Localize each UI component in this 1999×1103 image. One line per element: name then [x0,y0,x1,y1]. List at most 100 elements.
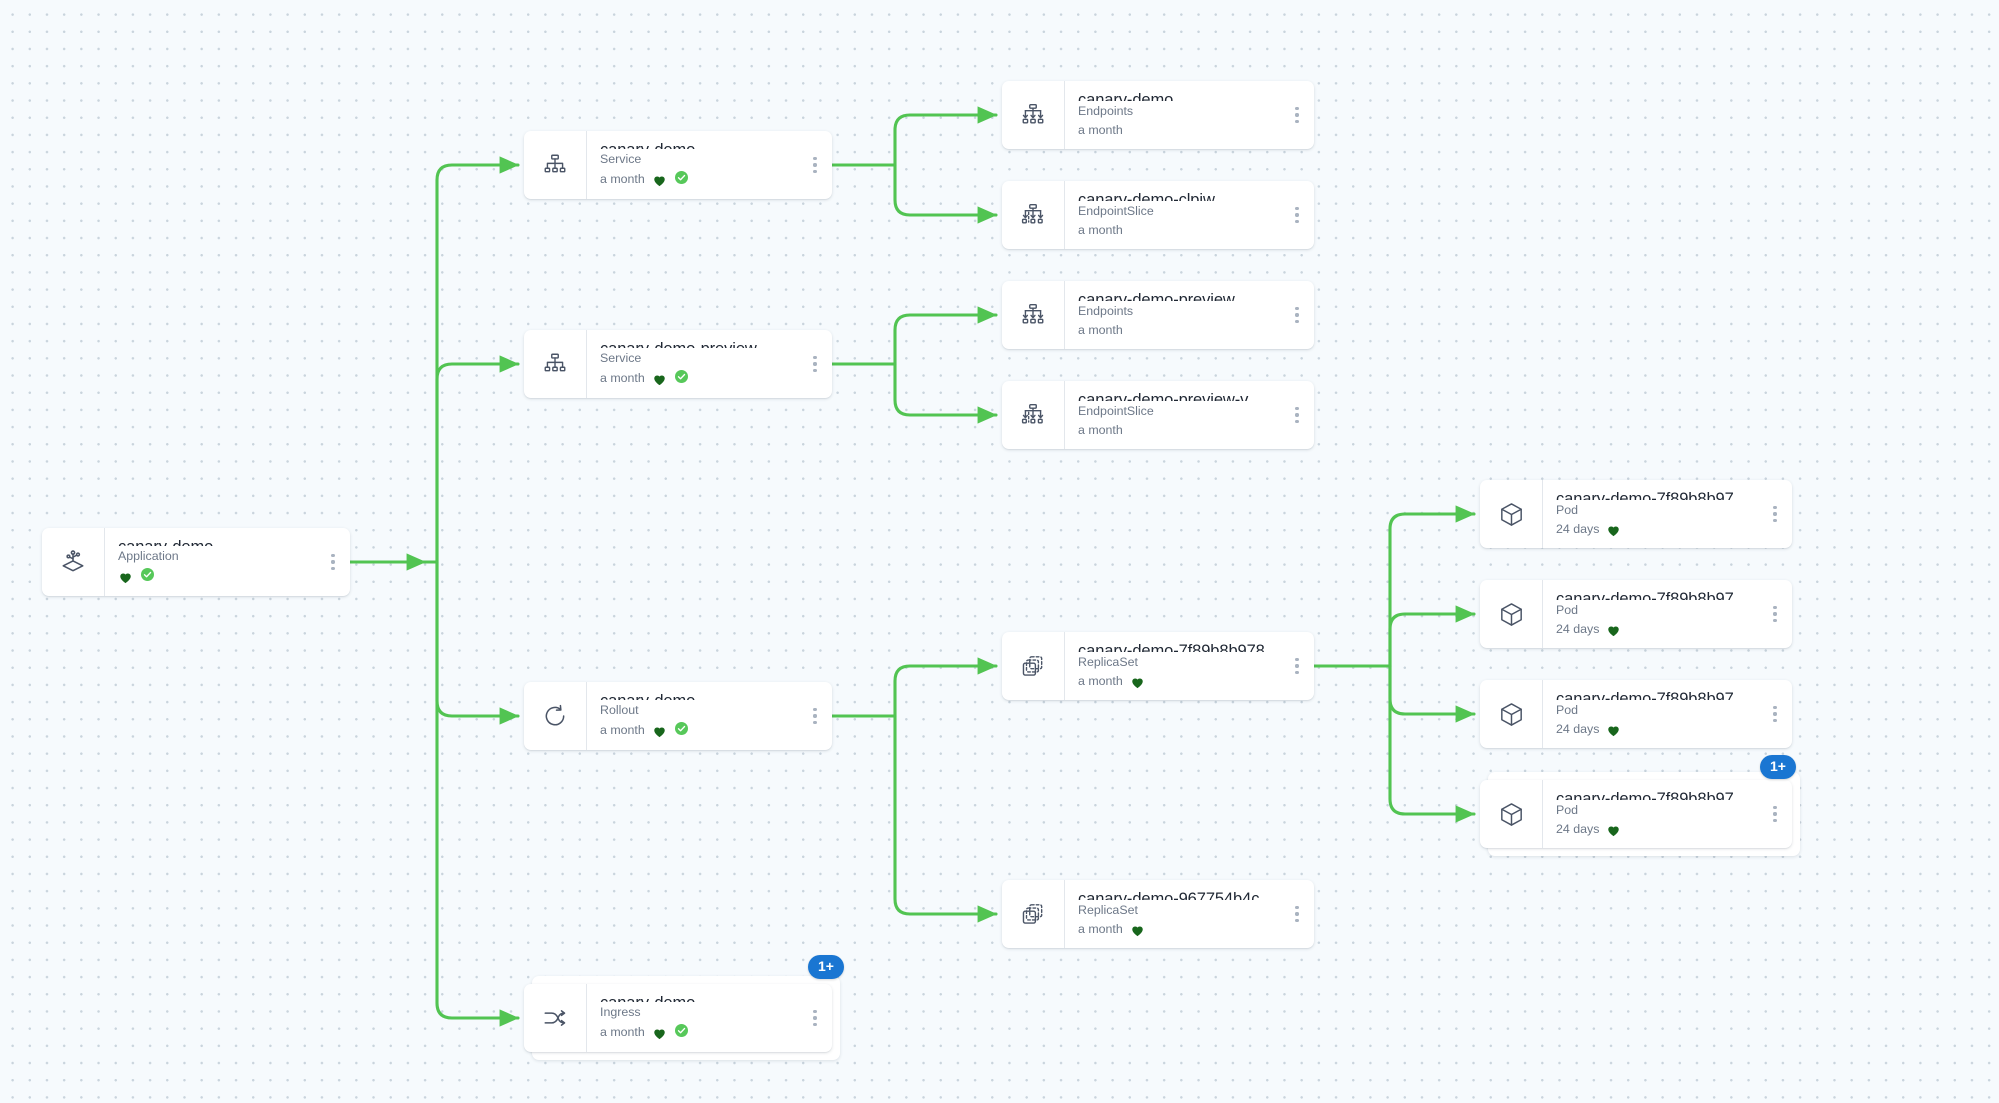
node-menu-button[interactable] [324,528,350,596]
node-menu-button[interactable] [1766,680,1792,748]
health-status-healthy-icon [1606,723,1621,738]
collapsed-group-badge[interactable]: 1+ [808,955,844,980]
resource-node-ingress[interactable]: canary-demoIngress a month [524,984,832,1052]
health-status-healthy-icon [118,570,133,585]
resource-node-pod-2[interactable]: canary-demo-7f89b8b97... Pod 24 days [1480,580,1792,648]
node-menu-button[interactable] [1288,81,1314,149]
pod-icon [1480,480,1542,548]
service-icon [524,131,586,199]
health-status-healthy-icon [1130,923,1145,938]
resource-kind: Ingress [600,1005,641,1020]
node-menu-button[interactable] [806,131,832,199]
node-menu-button[interactable] [1766,480,1792,548]
resource-meta: a month [1078,422,1288,440]
endpoints-icon [1002,81,1064,149]
resource-node-service-main[interactable]: canary-demoServicea month [524,131,832,199]
resource-kind: Service [600,152,642,167]
resource-name: canary-demo [600,691,806,700]
resource-name: canary-demo-7f89b8b97... [1556,490,1748,501]
resource-meta: a month [600,1023,806,1043]
resource-meta: 24 days [1556,621,1766,639]
sync-status-synced-icon [140,567,155,587]
health-status-healthy-icon [652,372,667,387]
pod-icon [1480,580,1542,648]
resource-age: a month [1078,922,1123,937]
resource-meta: a month [600,369,806,389]
resource-node-rollout[interactable]: canary-demoRollouta month [524,682,832,750]
resource-kind: Pod [1556,803,1579,818]
resource-age: a month [600,172,645,186]
endpoints-icon [1002,281,1064,349]
node-menu-button[interactable] [806,984,832,1052]
resource-age: a month [1078,323,1123,338]
node-menu-button[interactable] [1766,780,1792,848]
health-status-healthy-icon [1606,823,1621,838]
health-status-healthy-icon [1606,523,1621,538]
resource-meta: a month [600,170,806,190]
node-menu-button[interactable] [1766,580,1792,648]
resource-age: a month [1078,223,1123,238]
resource-kind: Service [600,351,642,366]
resource-name: canary-demo [600,993,806,1002]
resource-node-body: canary-demo-preview-v... EndpointSlice a m… [1064,381,1288,449]
replicaset-icon [1002,632,1064,700]
node-menu-button[interactable] [806,682,832,750]
resource-name: canary-demo-7f89b8b97... [1556,590,1748,601]
sync-status-synced-icon [674,369,689,389]
pod-icon [1480,780,1542,848]
collapsed-group-badge[interactable]: 1+ [1760,755,1796,780]
node-menu-button[interactable] [806,330,832,398]
resource-meta: 24 days [1556,821,1766,839]
pod-icon [1480,680,1542,748]
endpointslice-icon [1002,381,1064,449]
resource-node-body: canary-demoIngress a month [586,984,806,1052]
resource-name: canary-demo [118,537,324,546]
resource-meta: a month [1078,673,1288,691]
resource-node-service-preview[interactable]: canary-demo-previewServicea month [524,330,832,398]
resource-kind: Pod [1556,603,1579,618]
resource-age: a month [1078,674,1123,689]
sync-status-synced-icon [674,1023,689,1043]
resource-node-body: canary-demoRollouta month [586,682,806,750]
resource-meta: a month [1078,222,1288,240]
node-menu-button[interactable] [1288,880,1314,948]
resource-node-application[interactable]: canary-demoApplication [42,528,350,596]
resource-kind: ReplicaSet [1078,655,1138,670]
node-menu-button[interactable] [1288,281,1314,349]
rollout-icon [524,682,586,750]
replicaset-icon [1002,880,1064,948]
health-status-healthy-icon [652,1026,667,1041]
node-menu-button[interactable] [1288,181,1314,249]
resource-kind: Endpoints [1078,304,1134,319]
resource-meta: a month [1078,921,1288,939]
resource-node-body: canary-demoApplication [104,528,324,596]
node-menu-button[interactable] [1288,632,1314,700]
resource-name: canary-demo-preview-v... [1078,391,1261,402]
resource-kind: Pod [1556,503,1579,518]
resource-age: a month [600,1025,645,1039]
resource-age: a month [1078,123,1123,138]
service-icon [524,330,586,398]
resource-kind: EndpointSlice [1078,404,1154,419]
resource-node-body: canary-demoServicea month [586,131,806,199]
resource-meta: a month [600,721,806,741]
resource-node-body: canary-demo-previewServicea month [586,330,806,398]
ingress-icon [524,984,586,1052]
resource-node-endpointslice-preview[interactable]: canary-demo-preview-v... EndpointSlice a m… [1002,381,1314,449]
resource-age: a month [600,723,645,737]
node-menu-button[interactable] [1288,381,1314,449]
resource-meta [118,567,324,587]
